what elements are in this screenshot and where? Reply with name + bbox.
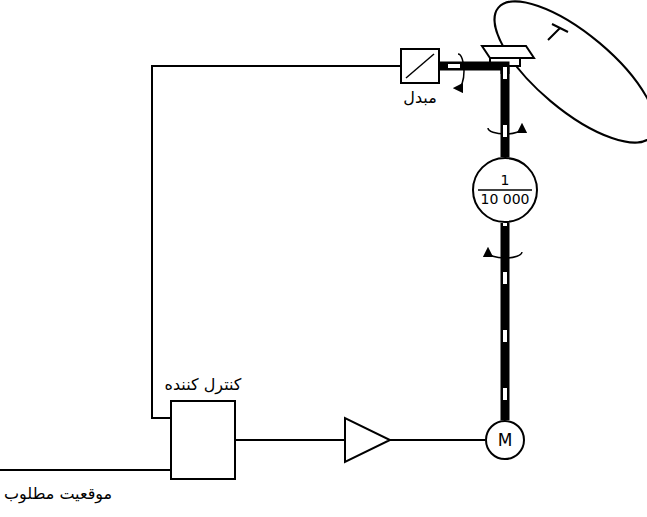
motor-letter: M: [498, 430, 513, 450]
ratio-divider: [478, 189, 532, 191]
wire-line: [152, 66, 400, 418]
signal-wire: [152, 66, 400, 418]
gear-ratio: 10 000: [481, 191, 530, 208]
antenna-mount: [482, 46, 534, 58]
transducer-slash: [406, 54, 434, 78]
motor-circle-ring: [486, 421, 524, 459]
signal-label: موقعیت مطلوب: [4, 484, 112, 503]
controller-box: کنترل کننده: [170, 400, 236, 480]
gear-ratio: 1: [501, 172, 510, 189]
drive-shaft: [505, 223, 506, 420]
antenna-dish: [474, 0, 647, 165]
drive-shaft: [440, 66, 505, 157]
shaft-highlight: [503, 223, 507, 420]
motor-circle: M: [485, 420, 525, 460]
gearbox-circle: 1 10 000: [472, 157, 538, 223]
transducer-symbol: [400, 48, 440, 84]
shaft-line: [440, 66, 505, 157]
shaft-highlight: [440, 66, 505, 157]
controller-box-outline: [170, 400, 236, 480]
amplifier-symbol: [345, 418, 390, 462]
block-name: مبدل: [403, 88, 436, 107]
block-name: کنترل کننده: [165, 375, 242, 394]
rotation-arrow: [458, 54, 464, 88]
transducer-box: مبدل: [400, 48, 440, 84]
gearbox-circle-ring: [473, 158, 537, 222]
shaft-line: [501, 223, 510, 420]
input-wire: [0, 469, 170, 471]
antenna-feed: [548, 24, 568, 40]
gearbox-circle-outline: [472, 157, 538, 223]
